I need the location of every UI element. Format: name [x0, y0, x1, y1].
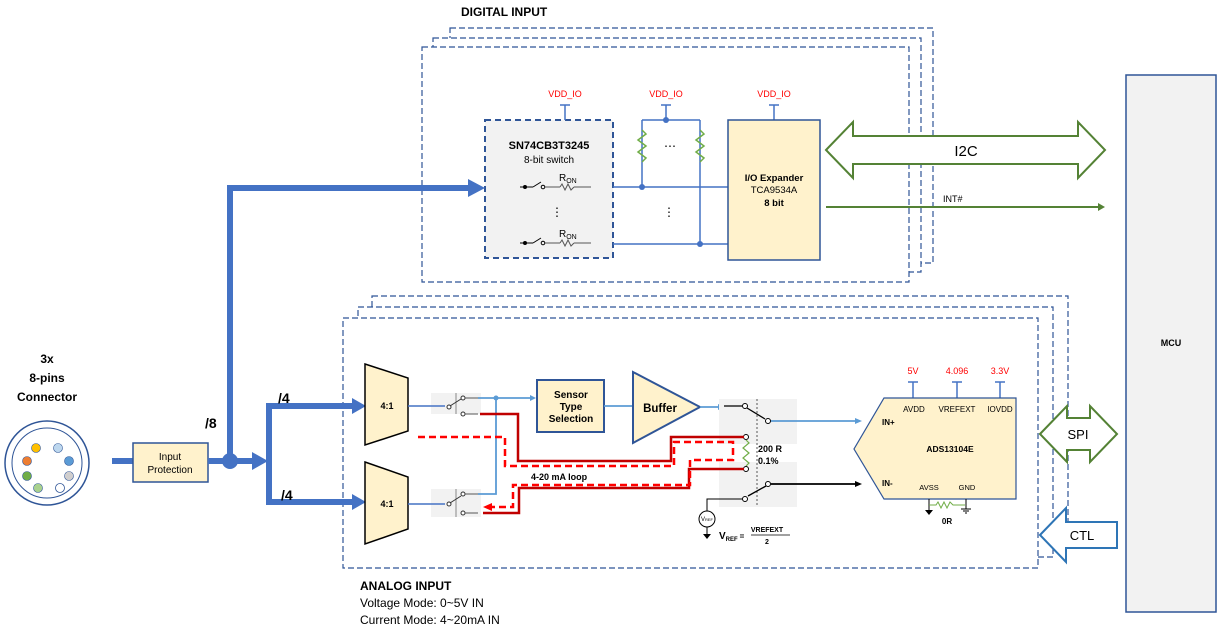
vdd-io-switch: VDD_IO [548, 89, 582, 120]
connector-label-1: 3x [40, 352, 54, 366]
buffer-label: Buffer [643, 403, 677, 415]
mode-switch-top [408, 393, 481, 417]
shunt-resistor [742, 439, 750, 467]
svg-text:5V: 5V [907, 366, 918, 376]
svg-text:VREFEXT: VREFEXT [751, 527, 784, 534]
pin-iovdd: IOVDD [987, 405, 1013, 414]
ctl-label: CTL [1070, 528, 1095, 543]
pin-in-minus: IN- [882, 479, 893, 488]
expander-part: TCA9534A [751, 185, 798, 196]
mcu-block [1125, 74, 1217, 613]
svg-text:⋯: ⋯ [664, 139, 676, 153]
svg-text:⋮: ⋮ [663, 205, 675, 219]
current-loop [418, 412, 744, 515]
input-protection-label-1: Input [159, 452, 181, 463]
sensor-type-selection [536, 379, 605, 433]
adc-supplies: 5V 4.096 3.3V [907, 366, 1009, 398]
svg-text:VDD_IO: VDD_IO [649, 89, 683, 99]
buffer-amplifier [632, 370, 703, 445]
vdd-io-expander: VDD_IO [757, 89, 791, 120]
expander-label: I/O Expander [745, 173, 804, 184]
i2c-label: I2C [954, 143, 978, 160]
current-mode-text: Current Mode: 4~20mA IN [360, 613, 500, 627]
sn74cb3t3245-switch [484, 119, 614, 259]
svg-text:VREF: VREF [701, 517, 714, 523]
input-protection-label-2: Protection [147, 465, 192, 476]
sensor-label-2: Type [560, 402, 583, 413]
shunt-value: 200 R [758, 444, 783, 454]
switch-desc: 8-bit switch [524, 155, 574, 166]
expander-bits: 8 bit [764, 198, 784, 209]
connector-label-2: 8-pins [29, 371, 65, 385]
mux-top-label: 4:1 [380, 401, 393, 411]
pin-avdd: AVDD [903, 405, 925, 414]
bus-width-4-upper: /4 [278, 390, 290, 406]
bus-width-4-lower: /4 [281, 487, 293, 503]
voltage-mode-text: Voltage Mode: 0~5V IN [360, 596, 484, 610]
io-expander-tca9534a [727, 119, 821, 261]
svg-text:2: 2 [765, 539, 769, 546]
switch-name: SN74CB3T3245 [509, 140, 590, 152]
sensor-label-3: Selection [549, 414, 593, 425]
mux-bottom-label: 4:1 [380, 499, 393, 509]
vdd-io-pullups: VDD_IO ⋯ ⋮ [636, 89, 706, 244]
output-switch-top [724, 403, 862, 440]
vref-source: VREF [698, 510, 716, 539]
loop-label: 4-20 mA loop [531, 472, 588, 482]
pullup-resistor-8 [694, 129, 706, 163]
main-bus [208, 179, 485, 510]
pin-in-plus: IN+ [882, 418, 895, 427]
spi-label: SPI [1068, 427, 1089, 442]
svg-text:3.3V: 3.3V [991, 366, 1010, 376]
vref-equation: VREF= VREFEXT 2 [719, 527, 790, 546]
int-label: INT# [943, 194, 963, 204]
spi-arrow [1038, 403, 1119, 465]
adc-ads13104e [853, 397, 1017, 500]
mcu-label: MCU [1161, 338, 1182, 348]
int-arrowhead [1098, 203, 1105, 211]
bus-width-8: /8 [205, 415, 217, 431]
zero-ohm-label: 0R [942, 517, 952, 526]
svg-text:VDD_IO: VDD_IO [757, 89, 791, 99]
svg-text:RON: RON [559, 229, 577, 241]
shunt-tolerance: 0.1% [758, 456, 779, 466]
zero-ohm-ground [925, 499, 971, 515]
output-switch-bottom [706, 466, 862, 512]
svg-text:RON: RON [559, 173, 577, 185]
sensor-label-1: Sensor [554, 390, 588, 401]
switch-channel-1: RON [520, 173, 591, 192]
ctl-arrow [1038, 505, 1118, 565]
analog-input-title: ANALOG INPUT [360, 579, 452, 593]
connector-label-3: Connector [17, 390, 77, 404]
mux-top [364, 362, 409, 447]
pin-avss: AVSS [919, 483, 938, 492]
pin-gnd: GND [959, 483, 976, 492]
svg-text:VDD_IO: VDD_IO [548, 89, 582, 99]
switch-channel-8: RON [520, 229, 591, 248]
pin-vrefext: VREFEXT [939, 405, 976, 414]
switch-ellipsis: ⋮ [551, 205, 563, 219]
svg-text:VREF=: VREF= [719, 531, 745, 543]
i2c-arrow [824, 119, 1107, 181]
digital-input-title: DIGITAL INPUT [461, 5, 548, 19]
mux-bottom [364, 460, 409, 546]
input-protection-block [132, 442, 209, 483]
svg-text:4.096: 4.096 [946, 366, 969, 376]
connector-icon [4, 420, 90, 506]
pullup-resistor-1 [636, 129, 648, 163]
mode-switch-bottom [408, 489, 481, 517]
adc-name: ADS13104E [926, 444, 974, 454]
